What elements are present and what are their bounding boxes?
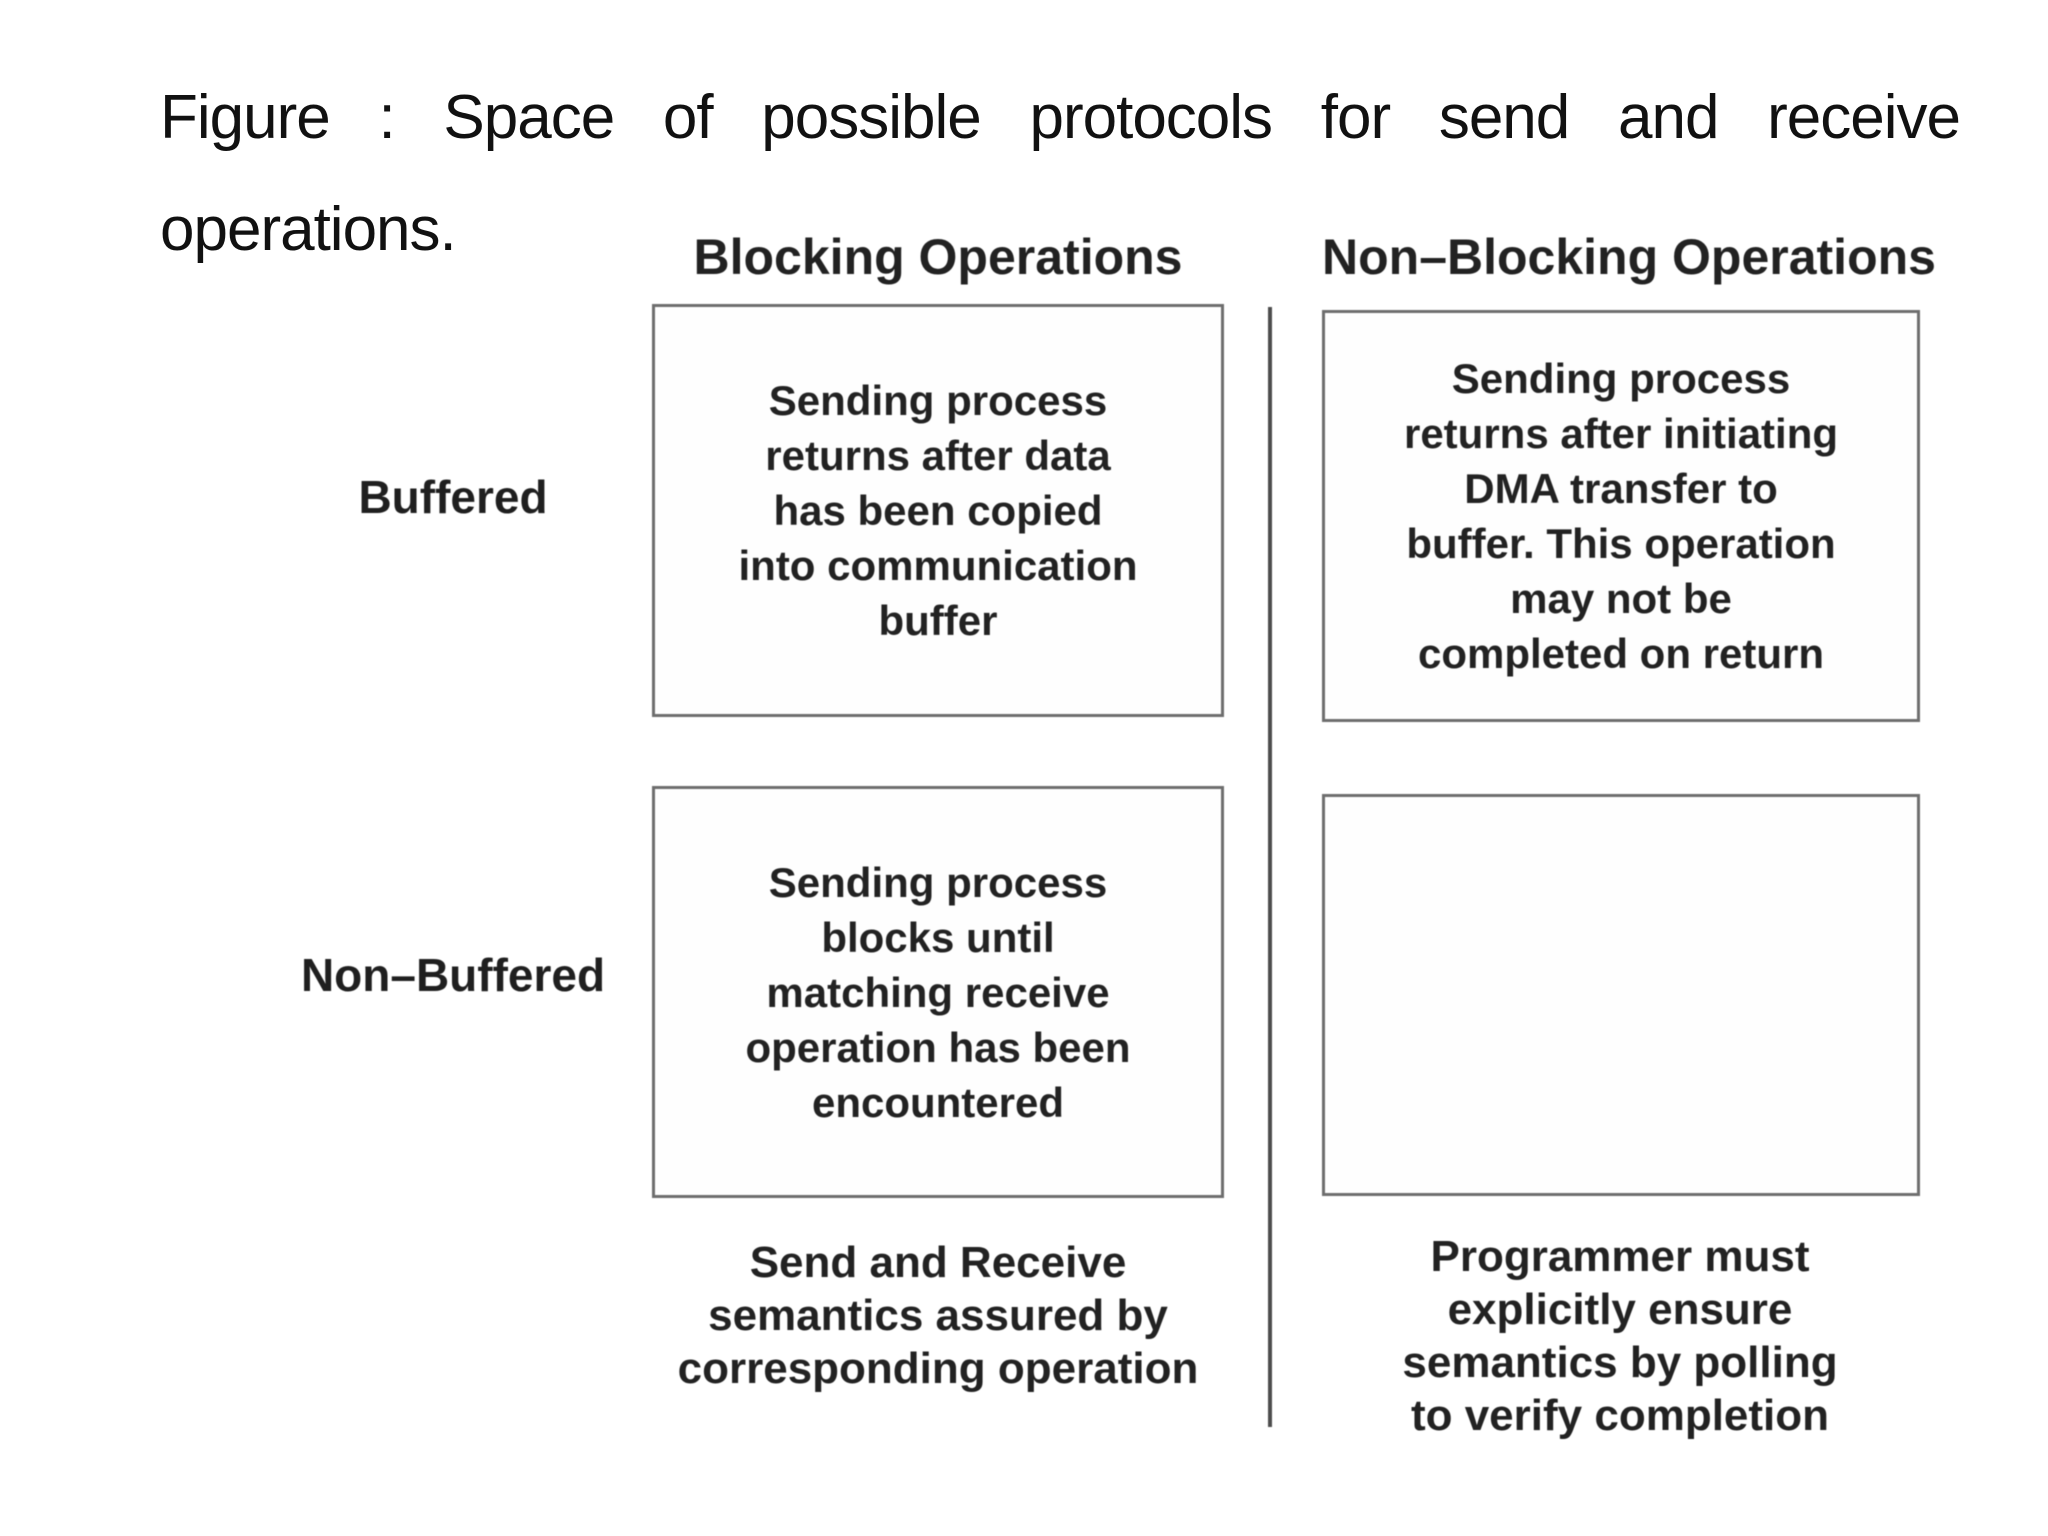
cell-buffered-non-blocking: Sending process returns after initiating…: [1322, 310, 1920, 722]
row-label-buffered: Buffered: [358, 471, 548, 523]
cell-buffered-non-blocking-text: Sending process returns after initiating…: [1403, 355, 1839, 677]
cell-non-buffered-non-blocking-empty: [1322, 794, 1920, 1196]
cell-non-buffered-blocking: Sending process blocks until matching re…: [652, 786, 1224, 1198]
figure-caption-line2: operations.: [160, 195, 457, 264]
row-label-non-buffered: Non–Buffered: [300, 949, 606, 1001]
footnote-blocking-column: Send and Receive semantics assured by co…: [677, 1238, 1199, 1393]
column-divider-line: [1268, 307, 1272, 1427]
figure-caption-line1: Figure : Space of possible protocols for…: [160, 83, 1961, 152]
column-header-non-blocking-operations: Non–Blocking Operations: [1322, 229, 1936, 285]
cell-non-buffered-blocking-text: Sending process blocks until matching re…: [745, 858, 1131, 1126]
figure-caption: Figure : Space of possible protocols for…: [160, 62, 1961, 286]
column-header-blocking-operations: Blocking Operations: [693, 229, 1183, 285]
footnote-non-blocking-column: Programmer must explicitly ensure semant…: [1402, 1232, 1838, 1440]
cell-buffered-blocking-text: Sending process returns after data has b…: [738, 377, 1138, 644]
cell-buffered-blocking: Sending process returns after data has b…: [652, 304, 1224, 717]
